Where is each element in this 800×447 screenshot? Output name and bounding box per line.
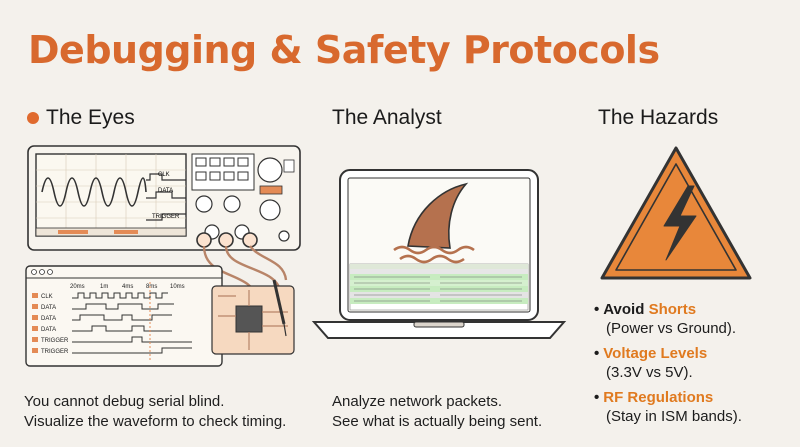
analyst-caption: Analyze network packets. See what is act… (332, 392, 542, 432)
hazard-sub: (Power vs Ground). (606, 320, 737, 337)
timebase-3: 8ms (146, 284, 157, 290)
analyst-caption-line-1: Analyze network packets. (332, 393, 503, 410)
hazard-item-shorts: •Avoid Shorts (Power vs Ground). (594, 300, 742, 338)
heading-the-hazards: The Hazards (598, 106, 719, 129)
oscilloscope-illustration: CLK DATA TRIGGER 20ms 1m 4ms 8ms 10ms (25, 145, 301, 367)
scope-label-data: DATA (158, 188, 173, 194)
hazard-strong: Avoid (603, 301, 645, 318)
eyes-caption-line-2: Visualize the waveform to check timing. (24, 413, 287, 430)
logic-label-data-2: DATA (41, 316, 56, 322)
hazard-bullet: • (594, 389, 600, 406)
hazard-sub: (3.3V vs 5V). (606, 364, 693, 381)
timebase-0: 20ms (70, 284, 85, 290)
logic-label-data-3: DATA (41, 327, 56, 333)
logic-label-trigger-1: TRIGGER (41, 338, 69, 344)
scope-label-clk: CLK (158, 172, 170, 178)
warning-sign-illustration (600, 146, 752, 280)
hazard-accent: Voltage Levels (603, 345, 708, 362)
analyst-caption-line-2: See what is actually being sent. (332, 413, 543, 430)
timebase-4: 10ms (170, 284, 185, 290)
hazard-bullet: • (594, 301, 600, 318)
heading-the-analyst: The Analyst (332, 106, 442, 129)
hazard-accent: RF Regulations (603, 389, 714, 406)
bullet-dot (27, 112, 39, 124)
timebase-2: 4ms (122, 284, 133, 290)
hazard-sub: (Stay in ISM bands). (606, 408, 742, 425)
logic-label-trigger-2: TRIGGER (41, 349, 69, 355)
hazard-bullet: • (594, 345, 600, 362)
hazard-accent: Shorts (648, 301, 697, 318)
eyes-caption-line-1: You cannot debug serial blind. (24, 393, 225, 410)
scope-label-trigger: TRIGGER (152, 214, 180, 220)
eyes-caption: You cannot debug serial blind. Visualize… (24, 392, 286, 432)
logic-label-data-1: DATA (41, 305, 56, 311)
hazard-item-voltage: •Voltage Levels (3.3V vs 5V). (594, 344, 742, 382)
laptop-illustration (311, 169, 567, 339)
page-title: Debugging & Safety Protocols (28, 28, 660, 72)
hazards-list: •Avoid Shorts (Power vs Ground). •Voltag… (594, 300, 742, 432)
logic-label-clk: CLK (41, 294, 53, 300)
hazard-item-rf: •RF Regulations (Stay in ISM bands). (594, 388, 742, 426)
timebase-1: 1m (100, 284, 108, 290)
heading-the-eyes: The Eyes (46, 106, 135, 129)
